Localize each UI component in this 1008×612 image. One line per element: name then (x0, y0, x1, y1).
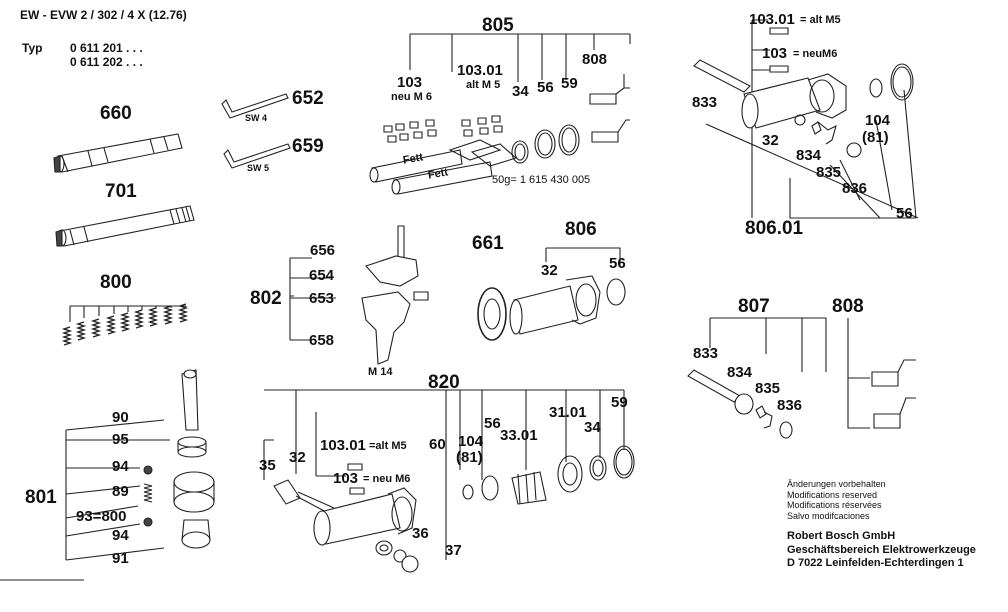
part-label-658: 658 (309, 332, 335, 349)
part-label-91: 91 (112, 550, 129, 567)
part-label-701: 701 (105, 181, 137, 202)
variant-alt-m5: =alt M5 (369, 440, 407, 452)
part-label-659: 659 (292, 136, 324, 157)
part-label-834: 834 (727, 364, 753, 381)
part-label-801: 801 (25, 487, 57, 508)
part-label-103: 103 (762, 45, 788, 62)
wrench-size-sw4: SW 4 (245, 113, 268, 123)
typ-label: Typ (22, 41, 43, 55)
part-label-808: 808 (582, 51, 608, 68)
part-label-820: 820 (428, 372, 460, 393)
part-label-103: 103 (333, 470, 359, 487)
part-label-56: 56 (609, 255, 626, 272)
part-label-834: 834 (796, 147, 822, 164)
part-label-661: 661 (472, 233, 504, 254)
part-label-59: 59 (561, 75, 578, 92)
part-label-95: 95 (112, 431, 129, 448)
part-label-104: 104 (458, 433, 484, 450)
part-label-103: 103 (397, 74, 423, 91)
note-line: Modifications réservées (787, 500, 882, 510)
part-label-806-01: 806.01 (745, 218, 804, 239)
part-label-90: 90 (112, 409, 129, 426)
brushes-808-drawing (848, 318, 916, 428)
part-label-32: 32 (541, 262, 558, 279)
spindle-701-drawing (56, 206, 194, 246)
housing-806-drawing (478, 248, 625, 340)
part-label-32: 32 (289, 449, 306, 466)
set-805-drawing (370, 34, 630, 194)
part-label-34: 34 (584, 419, 601, 436)
part-label-800: 800 (100, 272, 132, 293)
part-label-36: 36 (412, 525, 429, 542)
company-division: Geschäftsbereich Elektrowerkzeuge (787, 543, 976, 556)
part-label-103-01: 103.01 (749, 11, 795, 28)
variant-neu-m6: = neuM6 (793, 48, 838, 60)
variant-neu-m6: neu M 6 (391, 91, 432, 103)
part-label-81: (81) (862, 129, 889, 146)
variant-alt-m5: alt M 5 (466, 79, 501, 91)
part-label-660: 660 (100, 103, 132, 124)
set-807-drawing (688, 318, 826, 438)
part-label-81: (81) (456, 449, 483, 466)
wrench-size-sw5: SW 5 (247, 163, 270, 173)
part-label-56: 56 (537, 79, 554, 96)
part-label-833: 833 (693, 345, 719, 362)
diagram-title: EW - EVW 2 / 302 / 4 X (12.76) (20, 8, 187, 22)
part-label-653: 653 (309, 290, 335, 307)
type-number: 0 611 202 . . . (70, 55, 143, 69)
company-info: Robert Bosch GmbH Geschäftsbereich Elekt… (787, 530, 976, 571)
hex-keys-drawing (222, 94, 290, 168)
company-name: Robert Bosch GmbH (787, 530, 896, 542)
part-label-89: 89 (112, 483, 129, 500)
part-label-59: 59 (611, 394, 628, 411)
part-label-33-01: 33.01 (500, 427, 538, 444)
part-label-94: 94 (112, 527, 129, 544)
part-label-808: 808 (832, 296, 864, 317)
part-label-835: 835 (755, 380, 781, 397)
part-label-654: 654 (309, 267, 335, 284)
part-label-103-01: 103.01 (320, 437, 366, 454)
housing-806-01-drawing (694, 20, 918, 218)
part-label-37: 37 (445, 542, 462, 559)
part-label-103-01: 103.01 (457, 62, 503, 79)
part-label-807: 807 (738, 296, 770, 317)
part-label-32: 32 (762, 132, 779, 149)
variant-alt-m5: = alt M5 (800, 14, 841, 26)
part-label-802: 802 (250, 288, 282, 309)
part-label-652: 652 (292, 88, 324, 109)
part-label-34: 34 (512, 83, 529, 100)
spindle-660-drawing (54, 134, 182, 172)
thread-size-m14: M 14 (368, 366, 393, 378)
company-address: D 7022 Leinfelden-Echterdingen 1 (787, 557, 964, 569)
part-label-60: 60 (429, 436, 446, 453)
grease-part-number: 50g= 1 615 430 005 (492, 174, 591, 186)
modification-notes: Änderungen vorbehalten Modifications res… (787, 479, 886, 521)
part-label-104: 104 (865, 112, 891, 129)
part-label-836: 836 (777, 397, 803, 414)
type-number: 0 611 201 . . . (70, 41, 143, 55)
part-label-35: 35 (259, 457, 276, 474)
note-line: Modifications reserved (787, 489, 878, 500)
part-label-805: 805 (482, 15, 514, 36)
part-label-806: 806 (565, 219, 597, 240)
part-label-31-01: 31.01 (549, 404, 587, 421)
note-line: Salvo modifcaciones (787, 510, 870, 521)
part-label-56: 56 (484, 415, 501, 432)
set-820-drawing (264, 390, 634, 572)
part-label-94: 94 (112, 458, 129, 475)
part-label-656: 656 (310, 242, 336, 259)
note-line: Änderungen vorbehalten (787, 479, 886, 489)
variant-neu-m6: = neu M6 (363, 473, 411, 485)
part-label-836: 836 (842, 180, 868, 197)
clamp-802-drawing (290, 226, 428, 364)
part-label-93-800: 93=800 (76, 508, 127, 525)
part-label-835: 835 (816, 164, 842, 181)
part-label-56: 56 (896, 205, 913, 222)
springs-800-drawing (64, 304, 186, 345)
gear-assembly-801-drawing (66, 370, 214, 560)
part-label-833: 833 (692, 94, 718, 111)
